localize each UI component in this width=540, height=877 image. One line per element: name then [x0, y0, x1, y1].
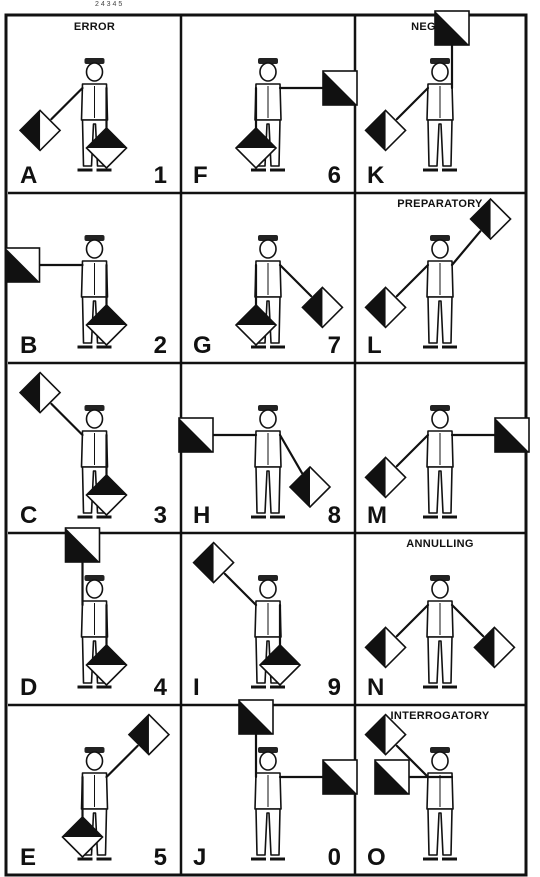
signaller-figure	[179, 405, 330, 517]
semaphore-cell-o: INTERROGATORY O	[366, 710, 490, 871]
signal-number: 4	[154, 674, 168, 701]
signal-letter: F	[193, 162, 208, 189]
signal-letter: L	[367, 332, 382, 359]
signal-letter: I	[193, 674, 200, 701]
signal-number: 6	[328, 162, 341, 189]
signal-letter: B	[20, 332, 37, 359]
signal-letter: J	[193, 844, 206, 871]
signaller-figure	[366, 11, 469, 170]
semaphore-cell-k: NEGATIVEK	[366, 11, 469, 189]
signal-letter: M	[367, 502, 387, 529]
signal-letter: N	[367, 674, 384, 701]
signaller-figure	[239, 700, 357, 859]
signaller-figure	[236, 58, 357, 170]
semaphore-cell-n: ANNULLING N	[366, 538, 515, 701]
cell-caption: INTERROGATORY	[390, 710, 489, 722]
signaller-figure	[236, 235, 342, 347]
signal-letter: A	[20, 162, 37, 189]
signaller-figure	[366, 199, 511, 347]
signaller-figure	[6, 235, 127, 347]
signal-letter: D	[20, 674, 37, 701]
semaphore-cell-m: M	[366, 405, 529, 529]
signal-letter: K	[367, 162, 385, 189]
signal-number: 3	[154, 502, 167, 529]
left-flag	[179, 418, 213, 452]
left-flag	[239, 700, 273, 734]
right-flag	[495, 418, 529, 452]
signaller-figure	[20, 373, 126, 517]
signaller-figure	[63, 715, 169, 859]
left-flag	[66, 528, 100, 562]
signal-number: 1	[154, 162, 167, 189]
signaller-figure	[20, 58, 126, 170]
signal-number: 5	[154, 844, 167, 871]
signal-number: 8	[328, 502, 341, 529]
signal-letter: O	[367, 844, 386, 871]
right-flag	[375, 760, 409, 794]
signal-letter: E	[20, 844, 36, 871]
signaller-figure	[366, 575, 515, 687]
signal-number: 2	[154, 332, 167, 359]
signaller-figure	[66, 528, 127, 687]
signal-letter: H	[193, 502, 210, 529]
right-flag	[323, 760, 357, 794]
signal-number: 0	[328, 844, 341, 871]
cell-caption: ERROR	[74, 21, 115, 33]
semaphore-cell-l: PREPARATORY L	[366, 198, 511, 359]
right-flag	[323, 71, 357, 105]
right-flag	[290, 467, 330, 507]
cell-caption: PREPARATORY	[397, 198, 483, 210]
left-flag	[6, 248, 40, 282]
semaphore-cells: ERRORA1F6NEGATIVEKB2G7PREPARATORYLC3H8MD…	[6, 11, 530, 871]
signaller-figure	[366, 405, 529, 517]
signal-letter: C	[20, 502, 37, 529]
signaller-figure	[366, 715, 457, 859]
semaphore-cell-a: ERROR A 1	[20, 21, 167, 189]
cell-caption: ANNULLING	[406, 538, 473, 550]
signal-number: 7	[328, 332, 341, 359]
signaller-figure	[194, 543, 300, 687]
top-scrap-text: 2 4 3 4 5	[95, 1, 122, 8]
signal-number: 9	[328, 674, 341, 701]
right-flag	[435, 11, 469, 45]
signal-letter: G	[193, 332, 212, 359]
